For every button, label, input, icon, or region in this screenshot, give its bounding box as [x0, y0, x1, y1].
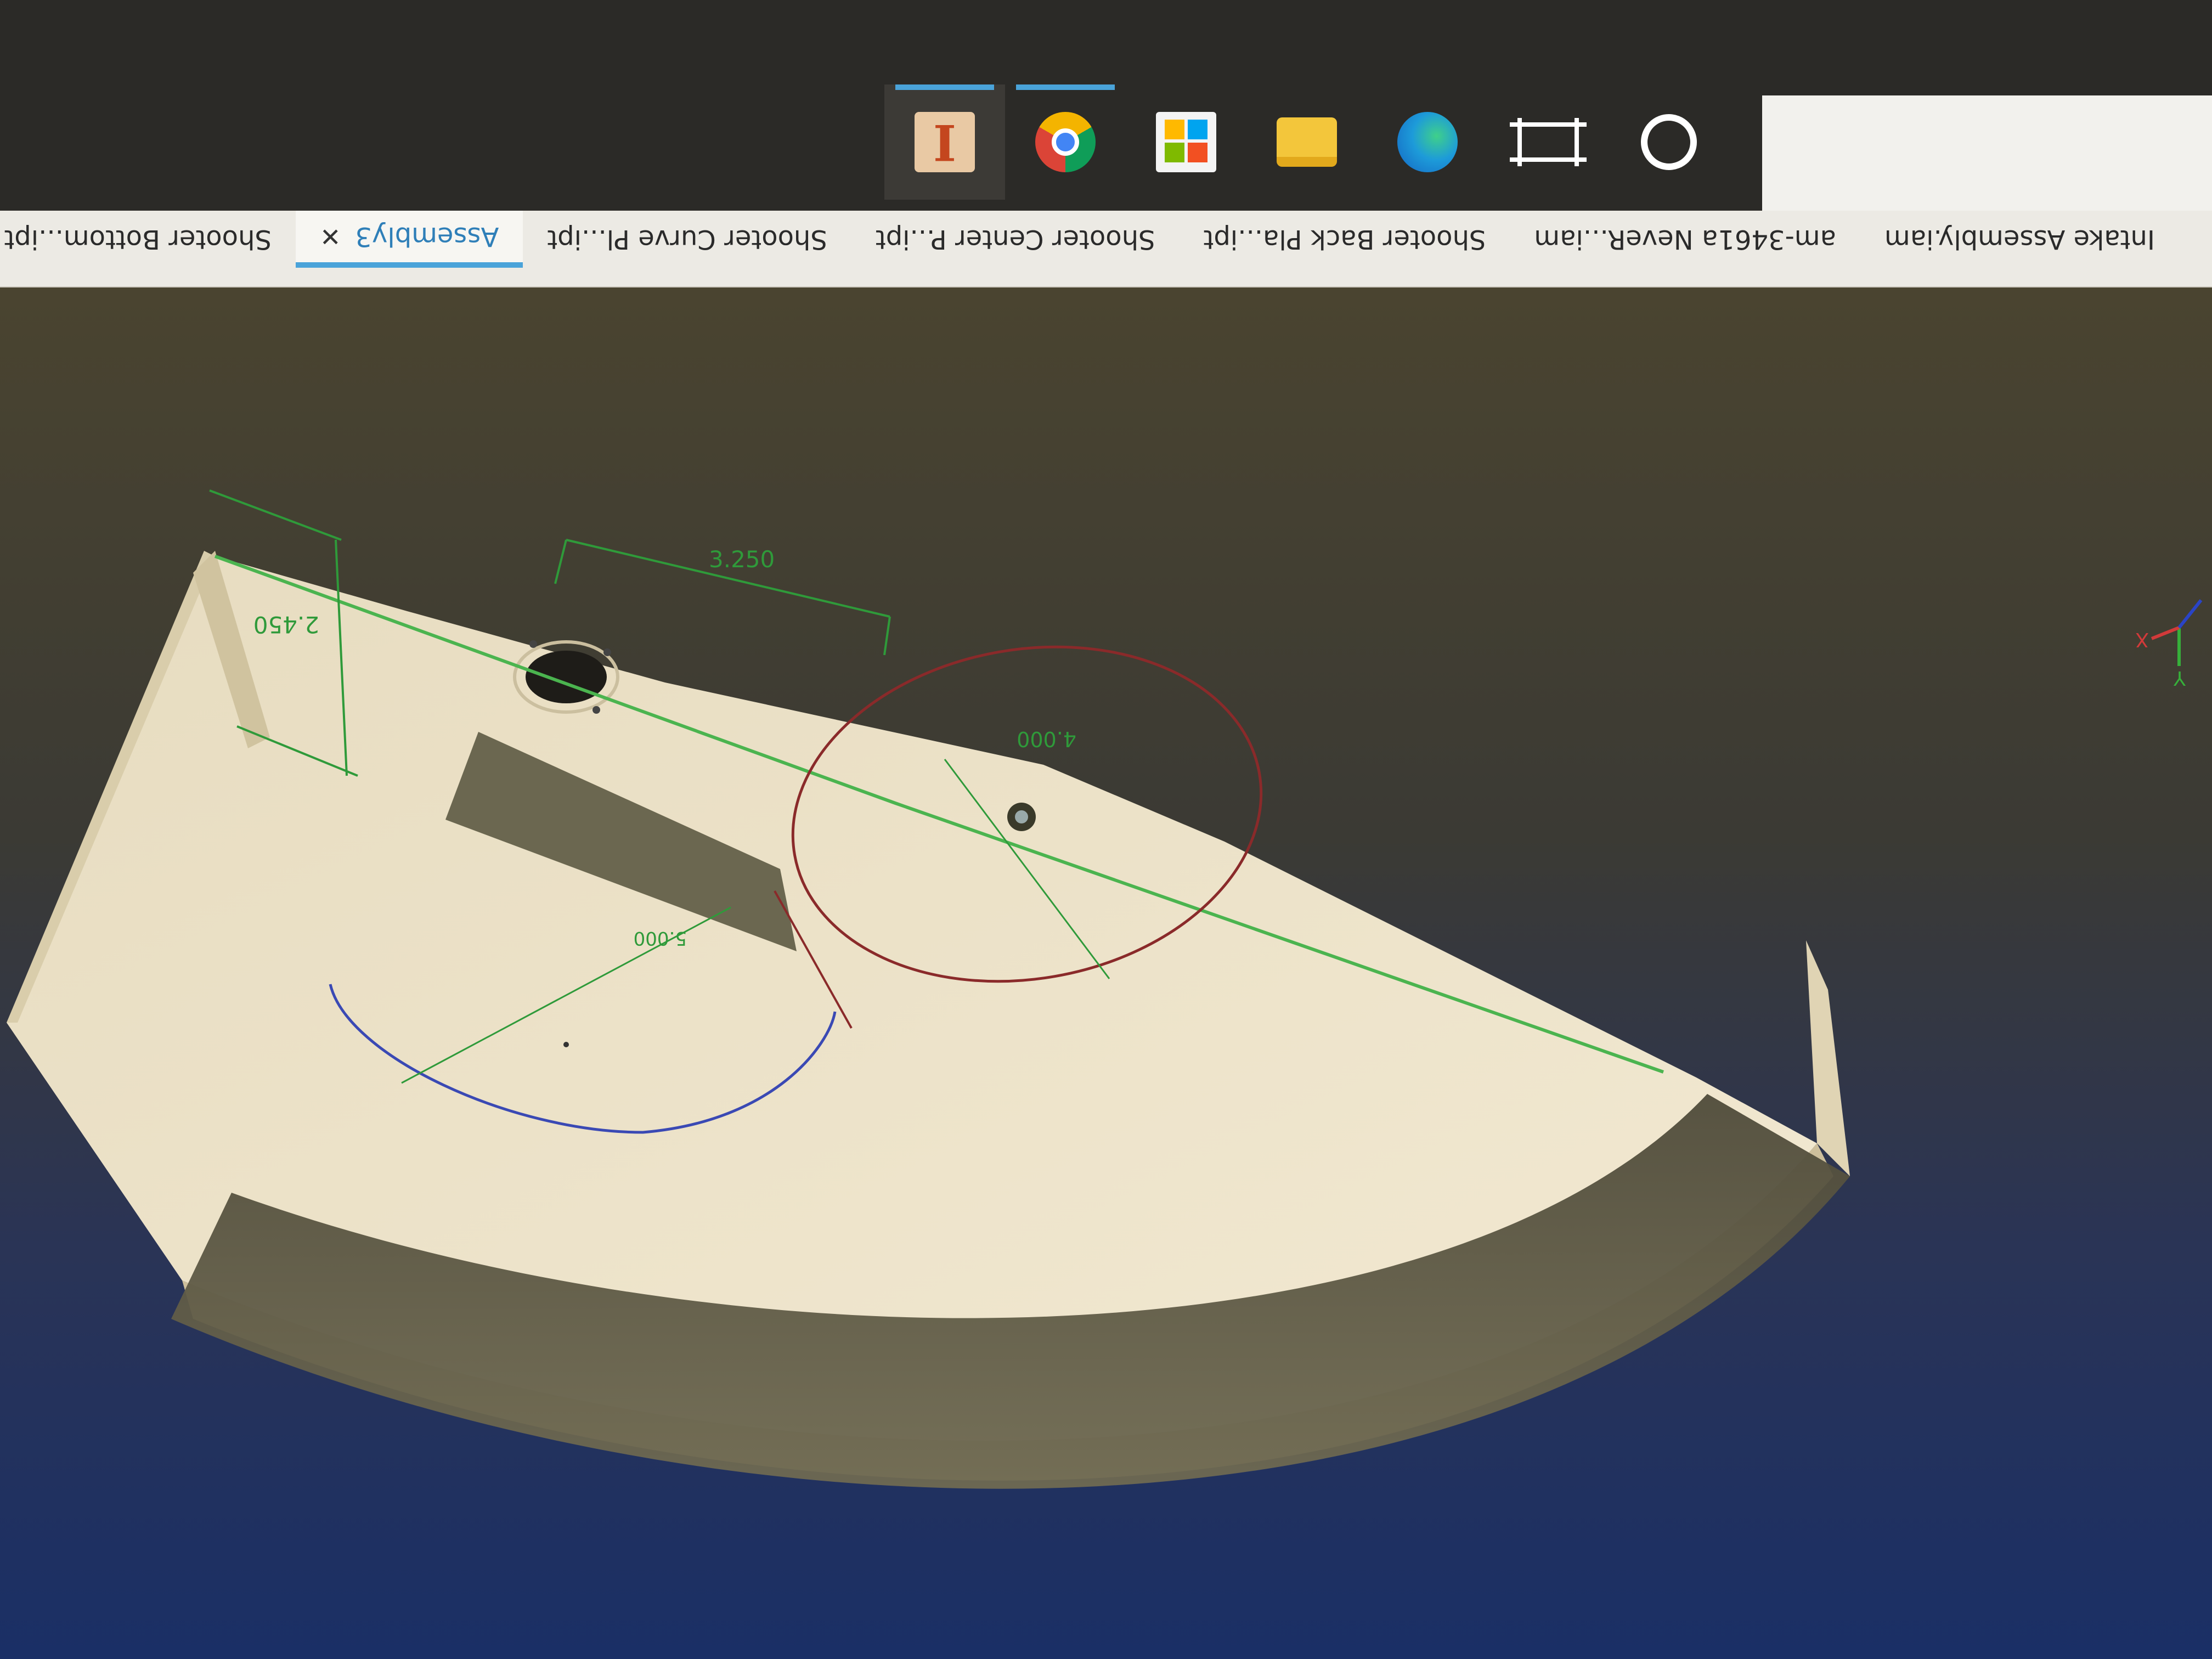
- sketch-geometry[interactable]: [329, 611, 1288, 1134]
- side-wall-left: [1806, 940, 1850, 1176]
- cortana-button[interactable]: [1609, 84, 1729, 200]
- dimension-radius-label[interactable]: 5.000: [634, 927, 687, 949]
- curved-wall: [171, 1094, 1850, 1489]
- dimension-vertical-label[interactable]: 2.450: [253, 611, 319, 638]
- autodesk-inventor-icon: I: [915, 112, 975, 172]
- edge-icon: [1397, 112, 1458, 172]
- edge-button[interactable]: [1367, 84, 1488, 200]
- axis-x-label: X: [2135, 628, 2149, 651]
- tab-shooter-bottom[interactable]: Shooter Bottom...ipt: [0, 211, 296, 268]
- microsoft-store-icon: [1156, 112, 1216, 172]
- windows-taskbar: I: [0, 0, 2212, 211]
- shooter-bottom-part[interactable]: [7, 551, 1850, 1489]
- tab-label: Shooter Center P...ipt: [875, 224, 1155, 255]
- tab-shooter-back-plate[interactable]: Shooter Back Pla...ipt: [1180, 211, 1510, 268]
- tab-assembly3[interactable]: Assembly3 ✕: [295, 211, 523, 268]
- tab-shooter-center-plate[interactable]: Shooter Center P...ipt: [851, 211, 1180, 268]
- dimension-horizontal-label[interactable]: 3.250: [709, 546, 775, 573]
- sketch-circle[interactable]: [766, 611, 1288, 1017]
- tab-label: Intake Assembly.iam: [1884, 224, 2155, 255]
- dimension-annotations[interactable]: 3.250 2.450 4.000 5.000: [209, 489, 1076, 949]
- tab-shooter-curve-plate[interactable]: Shooter Curve Pl...ipt: [523, 211, 851, 268]
- axis-y-label: Y: [2173, 667, 2186, 689]
- tab-label: Assembly3: [355, 221, 499, 252]
- tab-intake-assembly[interactable]: Intake Assembly.iam: [1860, 211, 2179, 268]
- file-explorer-icon: [1277, 117, 1337, 167]
- tab-label: Shooter Bottom...ipt: [4, 224, 272, 255]
- inventor-button[interactable]: I: [884, 84, 1005, 200]
- taskbar-search-box[interactable]: [1762, 95, 2212, 211]
- taskbar-pinned-apps: I: [884, 84, 1729, 200]
- dimension-diameter-label[interactable]: 4.000: [1017, 727, 1076, 751]
- plate-top-face: [7, 556, 1817, 1441]
- chrome-icon: [1035, 112, 1096, 172]
- file-explorer-button[interactable]: [1246, 84, 1367, 200]
- tab-am-3461a[interactable]: am-3461a NeveR...iam: [1510, 211, 1860, 268]
- store-button[interactable]: [1126, 84, 1246, 200]
- view-cube-triad[interactable]: X Y: [2135, 599, 2203, 689]
- task-view-icon: [1517, 118, 1579, 166]
- 3d-viewport[interactable]: 3.250 2.450 4.000 5.000 X Y: [0, 287, 2212, 1659]
- cortana-icon: [1641, 114, 1697, 170]
- chrome-button[interactable]: [1005, 84, 1126, 200]
- tab-label: Shooter Back Pla...ipt: [1203, 224, 1486, 255]
- close-icon[interactable]: ✕: [319, 222, 341, 251]
- tab-label: Shooter Curve Pl...ipt: [547, 224, 827, 255]
- tab-label: am-3461a NeveR...iam: [1534, 224, 1837, 255]
- document-tab-bar: Intake Assembly.iam am-3461a NeveR...iam…: [0, 211, 2212, 287]
- side-wall-right: [7, 551, 215, 1023]
- task-view-button[interactable]: [1488, 84, 1609, 200]
- rectangular-cutout: [445, 732, 797, 951]
- sketch-arc[interactable]: [329, 984, 837, 1134]
